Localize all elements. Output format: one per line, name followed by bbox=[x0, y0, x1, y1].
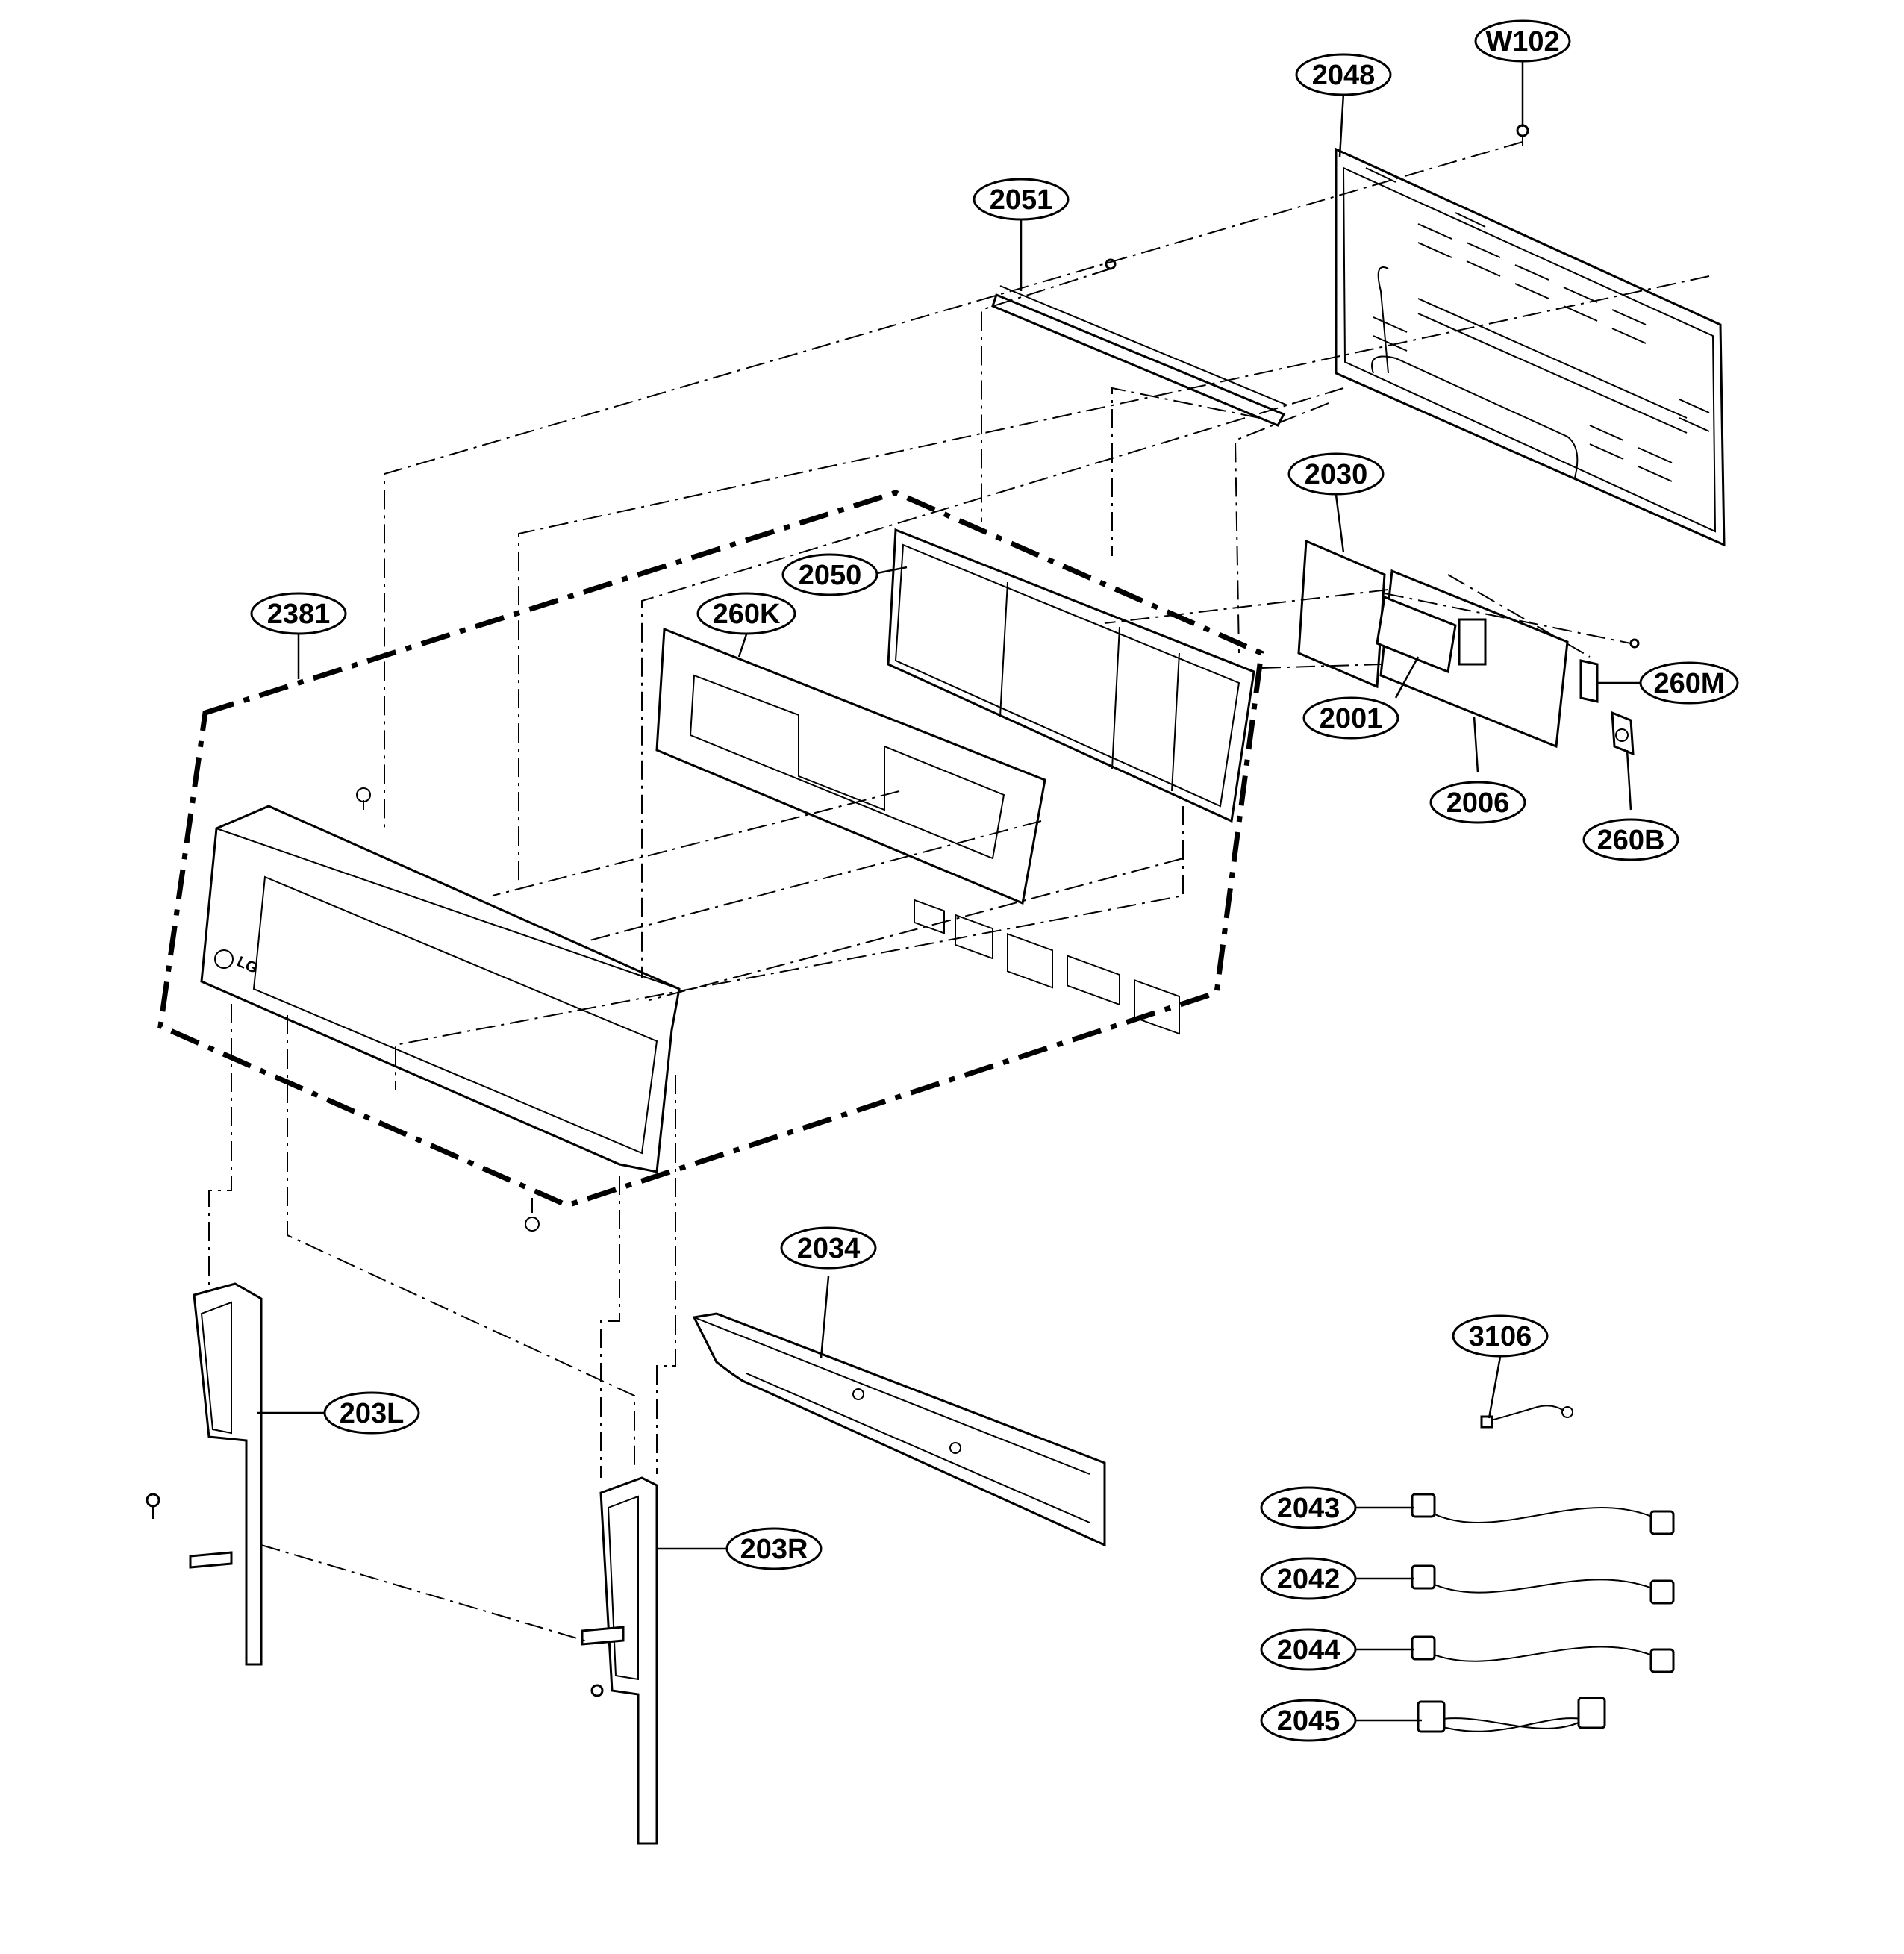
callout-2048: 2048 bbox=[1295, 53, 1392, 96]
part-2042-harness bbox=[1411, 1564, 1675, 1605]
part-2050-controller-housing bbox=[887, 528, 1255, 1035]
label-203L: 203L bbox=[340, 1398, 405, 1429]
callout-2050: 2050 bbox=[781, 553, 878, 596]
part-2034-rail bbox=[692, 1312, 1106, 1547]
label-2048: 2048 bbox=[1312, 60, 1376, 91]
label-2043: 2043 bbox=[1277, 1493, 1340, 1524]
label-2381: 2381 bbox=[267, 599, 331, 630]
label-2044: 2044 bbox=[1277, 1635, 1340, 1666]
assembly-lines bbox=[208, 141, 1710, 1643]
callout-203L: 203L bbox=[323, 1391, 420, 1435]
label-w102: W102 bbox=[1485, 26, 1559, 57]
part-3106-wire bbox=[1480, 1405, 1573, 1429]
leader-lines bbox=[257, 61, 1642, 1722]
part-front-control-panel: LG bbox=[200, 787, 681, 1232]
label-2042: 2042 bbox=[1277, 1564, 1340, 1595]
callout-2045: 2045 bbox=[1260, 1699, 1357, 1742]
callout-260K: 260K bbox=[696, 592, 796, 635]
part-2051-bracket bbox=[991, 258, 1288, 427]
part-203L-left-side-bracket bbox=[146, 1282, 263, 1666]
label-2030: 2030 bbox=[1305, 459, 1368, 490]
callout-2381: 2381 bbox=[250, 592, 347, 635]
callout-w102: W102 bbox=[1474, 19, 1571, 63]
callout-2043: 2043 bbox=[1260, 1486, 1357, 1529]
label-2050: 2050 bbox=[799, 560, 862, 591]
label-2045: 2045 bbox=[1277, 1705, 1340, 1737]
part-260K-window bbox=[655, 627, 1046, 905]
callout-2042: 2042 bbox=[1260, 1557, 1357, 1600]
label-3106: 3106 bbox=[1469, 1321, 1532, 1352]
callout-2030: 2030 bbox=[1287, 452, 1385, 496]
part-2048-rear-cover bbox=[1335, 124, 1726, 547]
label-260K: 260K bbox=[713, 599, 781, 630]
callout-2001: 2001 bbox=[1302, 696, 1399, 740]
label-2006: 2006 bbox=[1446, 787, 1510, 819]
label-2001: 2001 bbox=[1320, 703, 1383, 734]
label-203R: 203R bbox=[740, 1534, 808, 1565]
part-2030-display-board bbox=[1297, 539, 1386, 689]
callout-260B: 260B bbox=[1582, 818, 1679, 861]
callout-2044: 2044 bbox=[1260, 1628, 1357, 1671]
callout-2051: 2051 bbox=[973, 178, 1070, 221]
label-2034: 2034 bbox=[797, 1233, 861, 1264]
part-2043-harness bbox=[1411, 1493, 1675, 1535]
part-2006-main-board bbox=[1376, 569, 1569, 749]
part-260M bbox=[1579, 638, 1640, 703]
callout-203R: 203R bbox=[725, 1527, 823, 1570]
group-boundary-2381 bbox=[157, 490, 1264, 1208]
label-2051: 2051 bbox=[990, 184, 1053, 216]
callout-2006: 2006 bbox=[1429, 781, 1526, 824]
part-260B bbox=[1611, 711, 1635, 756]
label-260B: 260B bbox=[1597, 825, 1665, 856]
part-2045-harness bbox=[1417, 1697, 1606, 1733]
callout-2034: 2034 bbox=[780, 1226, 877, 1270]
part-2044-harness bbox=[1411, 1635, 1675, 1673]
callout-3106: 3106 bbox=[1452, 1314, 1549, 1358]
label-260M: 260M bbox=[1653, 668, 1724, 699]
part-203R-right-side-bracket bbox=[581, 1476, 658, 1845]
callout-260M: 260M bbox=[1639, 661, 1739, 705]
